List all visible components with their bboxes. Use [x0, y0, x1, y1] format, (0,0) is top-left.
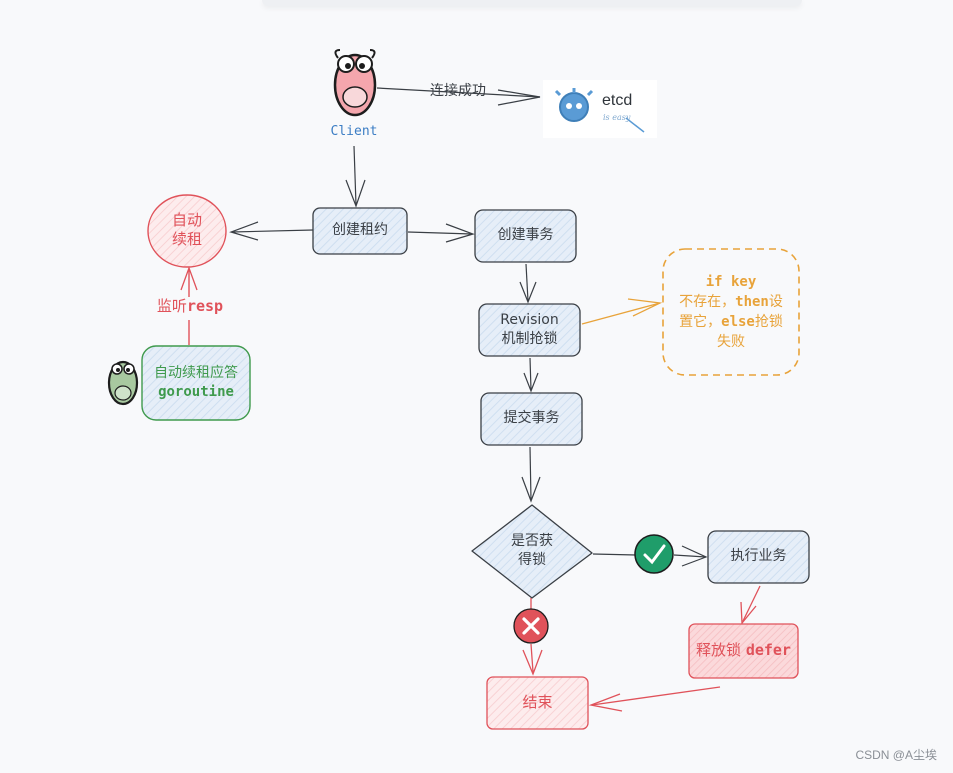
decision-line-1: 是否获	[511, 533, 553, 549]
top-bar	[262, 0, 802, 6]
revision-line-1: Revision	[500, 312, 559, 328]
release-defer: defer	[745, 641, 791, 659]
decision-line-2: 得锁	[518, 552, 546, 568]
create-lease-node: 创建租约	[332, 222, 388, 238]
auto-renew-line-2: 续租	[171, 230, 202, 248]
client-label: Client	[330, 124, 378, 139]
end-node: 结束	[522, 693, 553, 711]
decision-node: 是否获 得锁	[492, 532, 572, 570]
auto-renew-line-1: 自动	[171, 211, 202, 229]
etcd-logo-text: etcd	[602, 92, 633, 109]
release-lock-node: 释放锁 defer	[689, 641, 798, 660]
etcd-tagline: is easy	[603, 113, 631, 122]
goroutine-line-2: goroutine	[158, 384, 234, 400]
watermark: CSDN @A尘埃	[855, 748, 937, 762]
goroutine-line-1: 自动续租应答	[154, 365, 238, 381]
client-gopher-icon	[333, 49, 377, 117]
listen-suffix: resp	[186, 297, 224, 315]
goroutine-gopher-icon	[107, 360, 139, 406]
note-line-3: 置它，else抢锁	[679, 314, 783, 330]
lock-note: if key 不存在，then设 置它，else抢锁 失败	[663, 272, 799, 352]
release-text: 释放锁	[696, 641, 746, 659]
connect-edge-label: 连接成功	[430, 83, 486, 99]
fail-cross-icon	[513, 608, 549, 644]
listen-prefix: 监听	[156, 297, 187, 315]
revision-line-2: 机制抢锁	[501, 331, 558, 347]
note-line-1: if key	[705, 274, 757, 290]
commit-txn-node: 提交事务	[503, 410, 560, 426]
auto-renew-node: 自动 续租	[148, 211, 226, 249]
etcd-logo	[543, 80, 657, 138]
revision-node: Revision 机制抢锁	[479, 311, 580, 349]
business-node: 执行业务	[730, 548, 787, 564]
goroutine-node: 自动续租应答 goroutine	[142, 364, 250, 402]
note-line-4: 失败	[717, 334, 745, 350]
create-txn-node: 创建事务	[497, 227, 554, 243]
note-line-2: 不存在，then设	[679, 294, 783, 310]
listen-resp-label: 监听resp	[152, 297, 228, 316]
success-check-icon	[634, 534, 674, 574]
